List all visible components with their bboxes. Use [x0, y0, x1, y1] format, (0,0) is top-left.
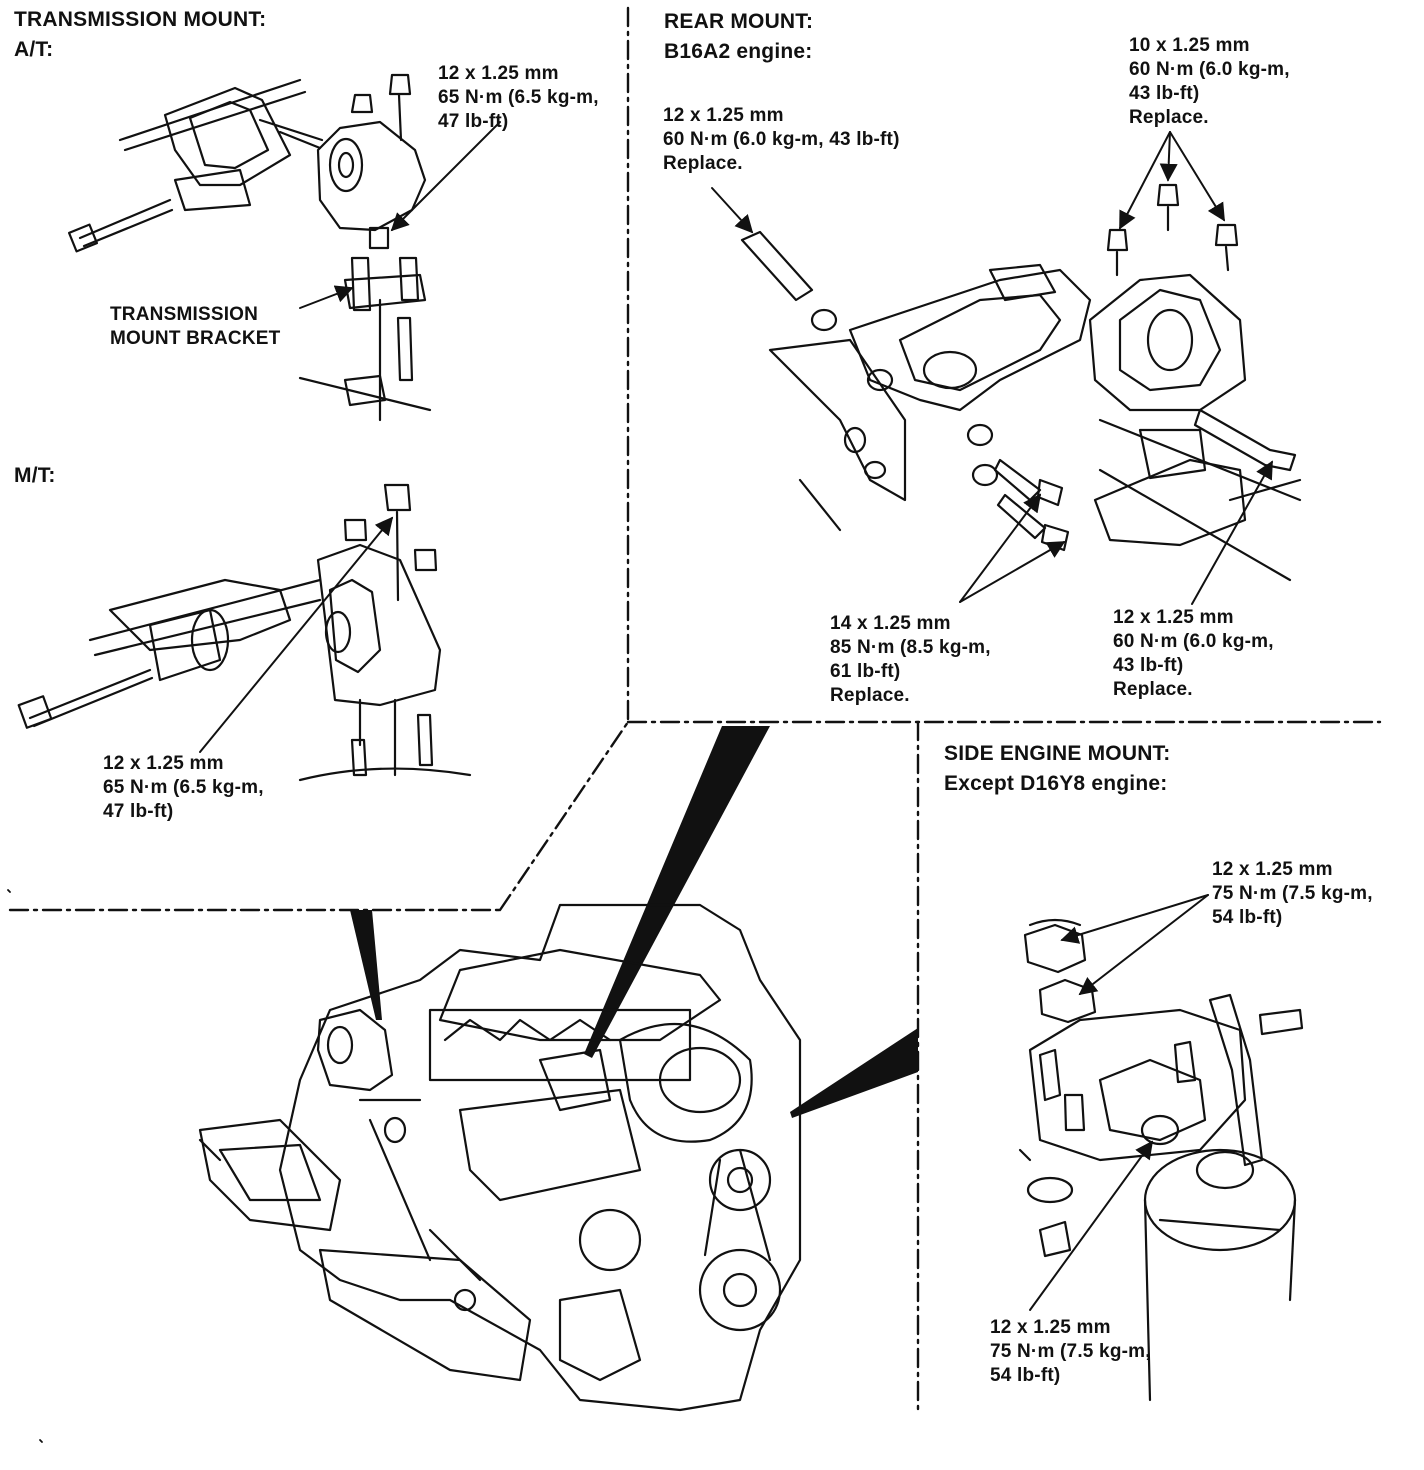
side-top-torque: 75 N·m (7.5 kg-m, — [1212, 883, 1373, 904]
at-bolt-size: 12 x 1.25 mm — [438, 63, 559, 84]
rear-mount-title: REAR MOUNT: — [664, 10, 814, 33]
bracket-label-line1: TRANSMISSION — [110, 304, 259, 325]
rear-br-torque: 60 N·m (6.0 kg-m, — [1113, 631, 1274, 652]
side-mount-title: SIDE ENGINE MOUNT: — [944, 742, 1171, 765]
rear-bolt-spec-top-right: 10 x 1.25 mm 60 N·m (6.0 kg-m, 43 lb-ft)… — [1129, 34, 1290, 130]
at-bolt-torque-lbft: 47 lb-ft) — [438, 111, 509, 132]
side-top-size: 12 x 1.25 mm — [1212, 859, 1333, 880]
mt-mount-drawing — [17, 483, 472, 782]
side-bottom-size: 12 x 1.25 mm — [990, 1317, 1111, 1338]
rear-bm-torque-lbft: 61 lb-ft) — [830, 661, 901, 682]
rear-bm-replace: Replace. — [830, 685, 910, 706]
rear-mount-drawing — [740, 183, 1302, 582]
rear-tr-torque-lbft: 43 lb-ft) — [1129, 83, 1200, 104]
transmission-mount-bracket-label: TRANSMISSION MOUNT BRACKET — [110, 303, 280, 351]
mt-bolt-torque: 65 N·m (6.5 kg-m, — [103, 777, 264, 798]
at-bolt-spec: 12 x 1.25 mm 65 N·m (6.5 kg-m, 47 lb-ft) — [438, 62, 599, 134]
callout-wedges — [350, 726, 918, 1118]
bracket-label-line2: MOUNT BRACKET — [110, 328, 281, 349]
rear-tr-torque: 60 N·m (6.0 kg-m, — [1129, 59, 1290, 80]
mt-label: M/T: — [14, 464, 56, 487]
rear-tl-torque: 60 N·m (6.0 kg-m, 43 lb-ft) — [663, 129, 900, 150]
at-bolt-torque: 65 N·m (6.5 kg-m, — [438, 87, 599, 108]
side-bottom-torque-lbft: 54 lb-ft) — [990, 1365, 1061, 1386]
rear-br-replace: Replace. — [1113, 679, 1193, 700]
mt-bolt-spec: 12 x 1.25 mm 65 N·m (6.5 kg-m, 47 lb-ft) — [103, 752, 264, 824]
side-bolt-spec-bottom: 12 x 1.25 mm 75 N·m (7.5 kg-m, 54 lb-ft) — [990, 1316, 1151, 1388]
rear-bolt-spec-top-left: 12 x 1.25 mm 60 N·m (6.0 kg-m, 43 lb-ft)… — [663, 104, 900, 176]
side-mount-subtitle: Except D16Y8 engine: — [944, 772, 1168, 795]
rear-mount-subtitle: B16A2 engine: — [664, 40, 813, 63]
at-mount-drawing — [67, 73, 432, 422]
rear-bm-size: 14 x 1.25 mm — [830, 613, 951, 634]
rear-tr-replace: Replace. — [1129, 107, 1209, 128]
mt-bolt-size: 12 x 1.25 mm — [103, 753, 224, 774]
transmission-mount-title: TRANSMISSION MOUNT: — [14, 8, 267, 31]
engine-drawing — [198, 903, 802, 1412]
rear-tr-size: 10 x 1.25 mm — [1129, 35, 1250, 56]
mt-bolt-torque-lbft: 47 lb-ft) — [103, 801, 174, 822]
side-bolt-spec-top: 12 x 1.25 mm 75 N·m (7.5 kg-m, 54 lb-ft) — [1212, 858, 1373, 930]
at-label: A/T: — [14, 38, 54, 61]
side-top-torque-lbft: 54 lb-ft) — [1212, 907, 1283, 928]
side-mount-drawing — [1018, 918, 1304, 1402]
rear-tl-size: 12 x 1.25 mm — [663, 105, 784, 126]
leader-lines — [199, 121, 1273, 1311]
side-bottom-torque: 75 N·m (7.5 kg-m, — [990, 1341, 1151, 1362]
rear-br-torque-lbft: 43 lb-ft) — [1113, 655, 1184, 676]
rear-tl-replace: Replace. — [663, 153, 743, 174]
rear-br-size: 12 x 1.25 mm — [1113, 607, 1234, 628]
rear-bolt-spec-bottom-mid: 14 x 1.25 mm 85 N·m (8.5 kg-m, 61 lb-ft)… — [830, 612, 991, 708]
panel-dividers — [8, 6, 1382, 1414]
rear-bm-torque: 85 N·m (8.5 kg-m, — [830, 637, 991, 658]
stray-marks — [7, 889, 43, 1443]
rear-bolt-spec-bottom-right: 12 x 1.25 mm 60 N·m (6.0 kg-m, 43 lb-ft)… — [1113, 606, 1274, 702]
